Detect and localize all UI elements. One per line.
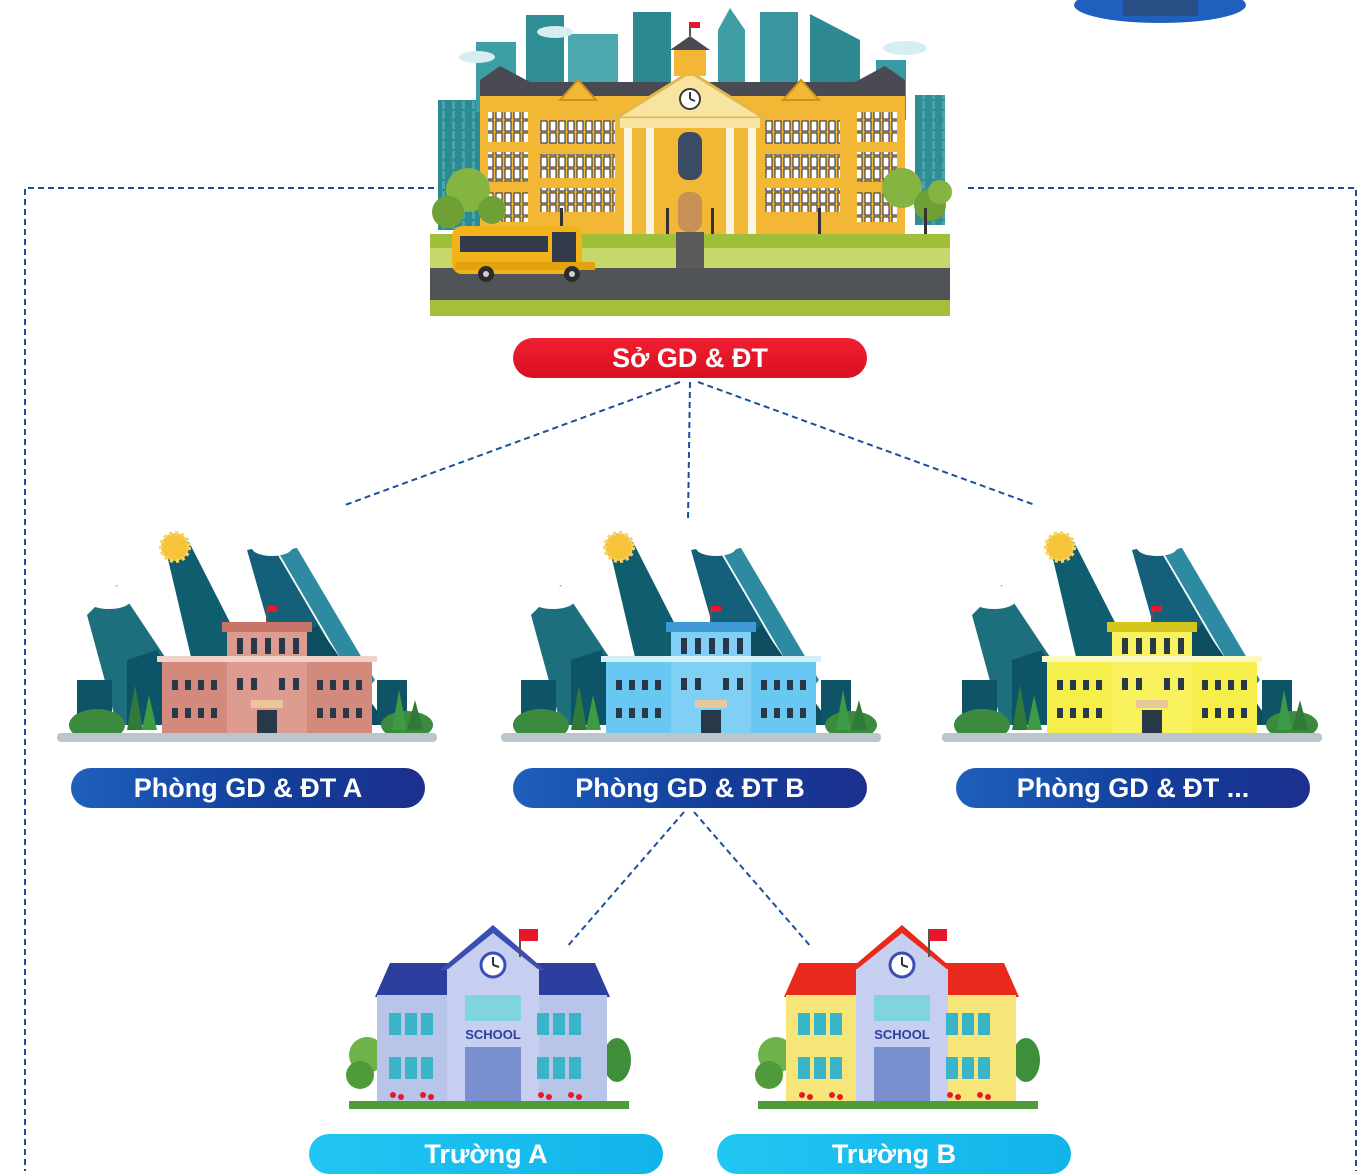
connector-lines xyxy=(344,381,1036,949)
school-building-icon: SCHOOL xyxy=(346,925,631,1109)
connector-office-b-school-a xyxy=(565,811,685,949)
school-a-label: Trường A xyxy=(309,1134,663,1174)
connector-department-office-b xyxy=(687,381,691,521)
office-more-label: Phòng GD & ĐT ... xyxy=(956,768,1310,808)
outer-dashed-frame xyxy=(24,187,1357,1171)
government-office-building-icon xyxy=(942,531,1322,743)
office-a-label: Phòng GD & ĐT A xyxy=(71,768,425,808)
connector-department-office-a xyxy=(344,381,681,506)
government-office-building-icon xyxy=(501,531,881,743)
government-office-building-icon xyxy=(57,531,437,743)
school-sign-text: SCHOOL xyxy=(465,1027,521,1042)
connector-department-office-more xyxy=(697,381,1036,506)
blue-decorative-circle-icon xyxy=(1074,0,1246,23)
office-b-label: Phòng GD & ĐT B xyxy=(513,768,867,808)
large-yellow-school-campus-icon xyxy=(430,8,952,316)
school-b-label: Trường B xyxy=(717,1134,1071,1174)
school-sign-text: SCHOOL xyxy=(874,1027,930,1042)
school-building-icon: SCHOOL xyxy=(755,925,1040,1109)
department-label: Sở GD & ĐT xyxy=(513,338,867,378)
connector-office-b-school-b xyxy=(693,811,813,949)
